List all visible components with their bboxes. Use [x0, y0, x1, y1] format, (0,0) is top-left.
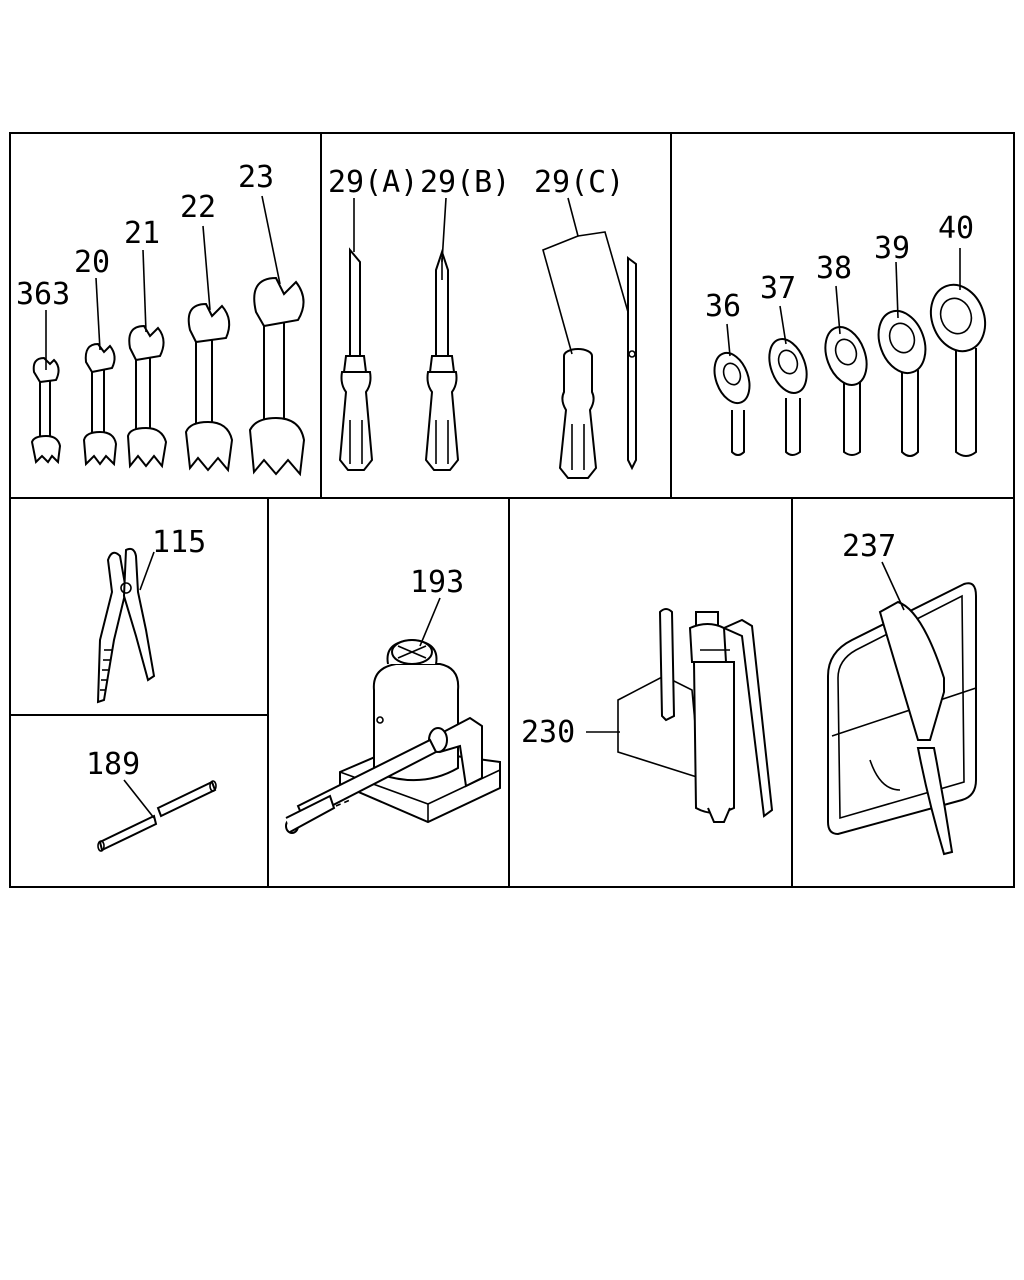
leader-36 — [726, 323, 731, 357]
leader-21 — [142, 249, 147, 333]
wrench-363 — [30, 356, 62, 465]
leader-189 — [123, 779, 155, 819]
callout-189: 189 — [86, 747, 140, 782]
callout-36: 36 — [705, 289, 741, 324]
ring-wrench-37 — [768, 338, 808, 456]
leader-37 — [779, 305, 787, 345]
screwdriver-29c — [558, 256, 637, 479]
wrench-23 — [248, 276, 306, 477]
callout-38: 38 — [816, 251, 852, 286]
tool-bag-237 — [827, 582, 977, 856]
callout-22: 22 — [180, 190, 216, 225]
open-end-wrenches-panel: 363 20 21 22 23 — [16, 160, 306, 477]
callout-20: 20 — [74, 245, 110, 280]
screwdrivers-panel: 29(A) 29(B) 29(C) — [328, 165, 637, 479]
callout-29a: 29(A) — [328, 165, 418, 200]
bar-panel: 189 — [86, 747, 217, 852]
callout-193: 193 — [410, 565, 464, 600]
leader-29c-b — [577, 231, 629, 313]
tool-bag-panel: 237 — [827, 529, 977, 856]
leader-193 — [419, 597, 441, 647]
leader-23 — [261, 195, 281, 285]
callout-363: 363 — [16, 277, 70, 312]
grease-gun-panel: 230 — [521, 608, 774, 823]
grease-gun-bracket — [617, 675, 701, 780]
callout-39: 39 — [874, 231, 910, 266]
ring-wrench-36 — [713, 351, 751, 456]
callout-37: 37 — [760, 271, 796, 306]
panel-frames — [9, 132, 1015, 888]
leader-29c-a — [542, 197, 579, 355]
leader-115 — [139, 551, 155, 591]
callout-40: 40 — [938, 211, 974, 246]
callout-29b: 29(B) — [420, 165, 510, 200]
leader-39 — [895, 261, 899, 319]
bottle-jack-193 — [285, 638, 501, 834]
ring-wrench-38 — [824, 326, 868, 456]
bottle-jack-panel: 193 — [285, 565, 501, 834]
grease-gun-230 — [658, 608, 774, 823]
leader-38 — [835, 285, 841, 335]
ring-wrench-40 — [929, 283, 987, 457]
leader-20 — [95, 277, 101, 351]
ring-wrenches-panel: 36 37 38 39 40 — [705, 211, 987, 457]
callout-237: 237 — [842, 529, 896, 564]
leader-29b — [441, 197, 447, 263]
leader-237 — [881, 561, 905, 611]
callout-29c: 29(C) — [534, 165, 624, 200]
wrench-20 — [82, 342, 118, 467]
bar-189 — [97, 780, 217, 852]
screwdriver-29a — [338, 247, 374, 471]
callout-21: 21 — [124, 216, 160, 251]
pliers-panel: 115 — [96, 525, 206, 704]
wrench-21 — [126, 324, 168, 469]
leader-22 — [202, 225, 211, 311]
callout-115: 115 — [152, 525, 206, 560]
screwdriver-29b — [424, 248, 460, 471]
ring-wrench-39 — [877, 310, 927, 457]
callout-230: 230 — [521, 715, 575, 750]
pliers-115 — [96, 547, 156, 704]
wrench-22 — [184, 302, 234, 473]
callout-23: 23 — [238, 160, 274, 195]
